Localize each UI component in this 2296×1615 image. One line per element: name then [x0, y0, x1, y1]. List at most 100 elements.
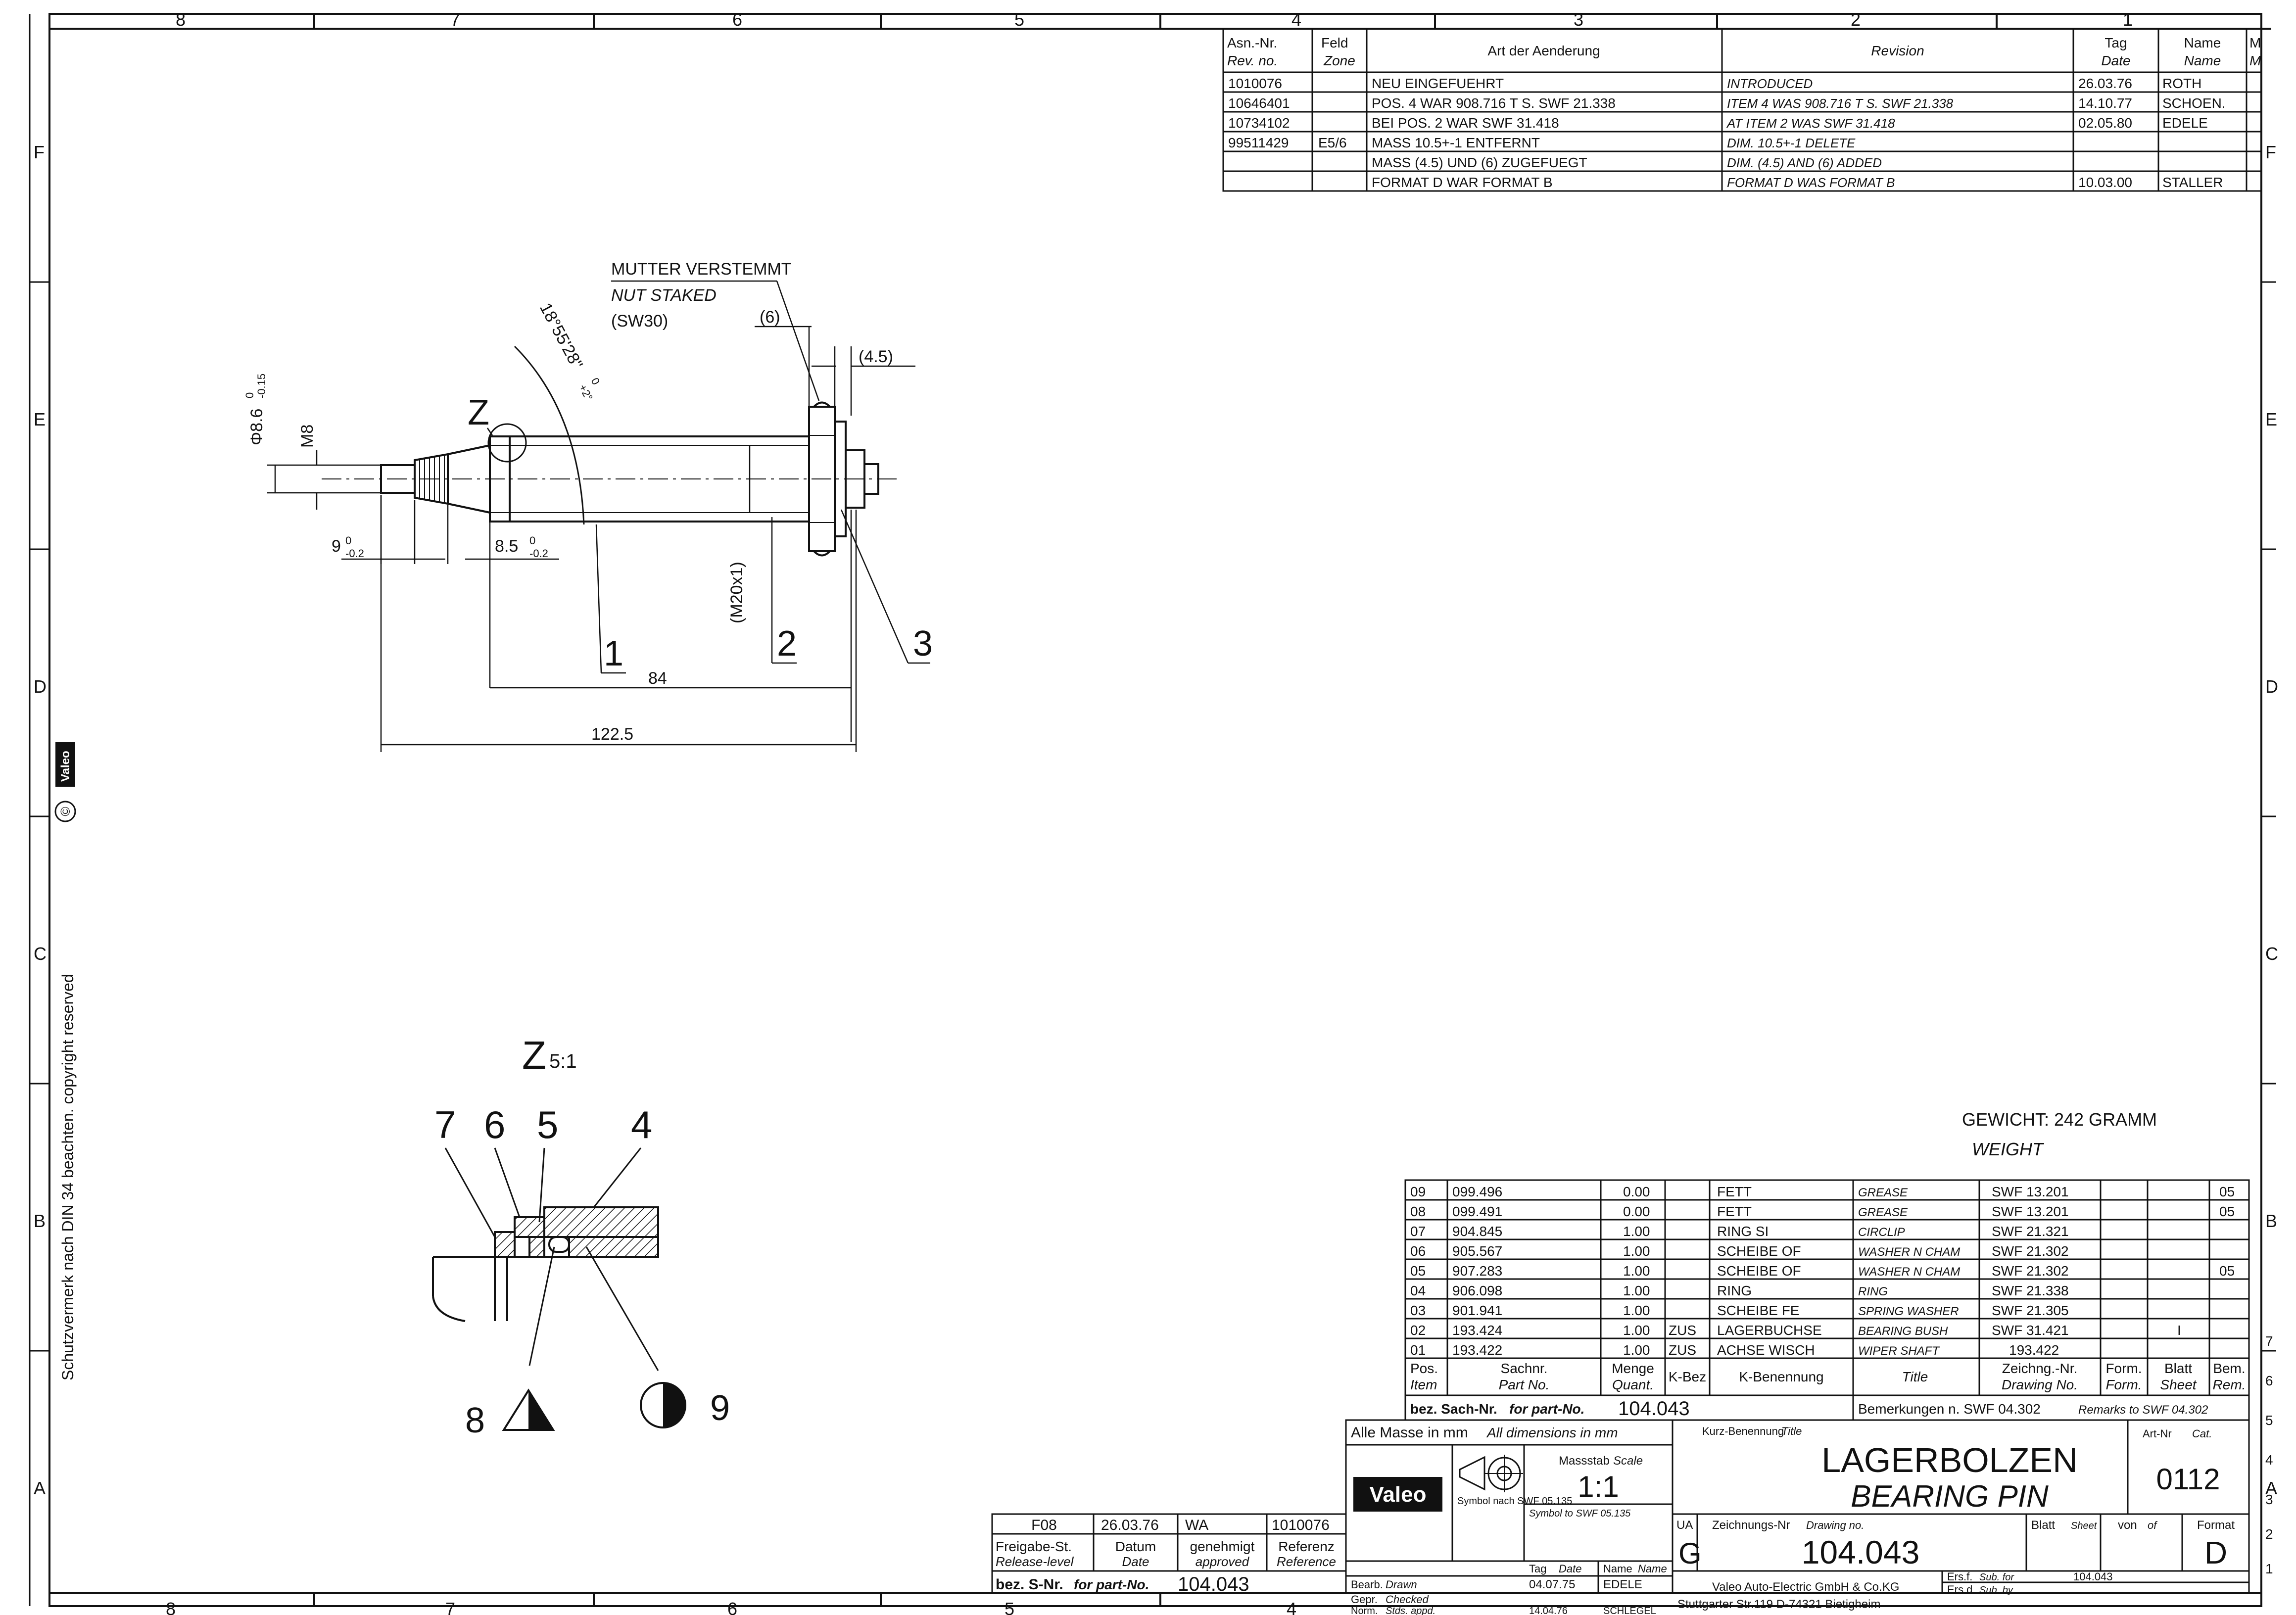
rev-row-asn: 10734102 [1228, 115, 1290, 131]
zone-bottom-7: 7 [445, 1599, 455, 1615]
tb-ua-value: G [1678, 1537, 1702, 1570]
rev-row-asn: 1010076 [1228, 76, 1282, 91]
tb-company: Valeo Auto-Electric GmbH & Co.KG [1712, 1580, 1899, 1594]
rev-row-asn: 10646401 [1228, 95, 1290, 111]
zone-left-B: B [34, 1211, 46, 1231]
parts-row-pos: 08 [1410, 1204, 1426, 1219]
parts-header-form: Form. [2105, 1361, 2142, 1376]
balloon-1: 1 [604, 634, 623, 673]
tb-address: Stuttgarter Str.119 D-74321 Bietigheim [1677, 1598, 1880, 1611]
tb-ers-f-en: Sub. for [1979, 1572, 2014, 1583]
parts-header-pos-en: Item [1410, 1377, 1437, 1392]
parts-row-pos: 02 [1410, 1323, 1426, 1338]
zone-right-A: A [2265, 1478, 2277, 1498]
zone-left-E: E [34, 409, 46, 429]
sheet-frame [29, 13, 2276, 1607]
parts-row-menge: 1.00 [1623, 1263, 1650, 1279]
parts-row-zeich: SWF 31.421 [1992, 1323, 2069, 1338]
parts-row-pos: 05 [1410, 1263, 1426, 1279]
rev-row-revision: AT ITEM 2 WAS SWF 31.418 [1726, 116, 1895, 131]
tb-bearb-date: 04.07.75 [1529, 1578, 1575, 1591]
rev-row-name: STALLER [2162, 175, 2223, 190]
rev-header-m: M [2249, 35, 2261, 50]
release-date-label: Datum [1115, 1539, 1156, 1554]
detail-z-view: Z 5:1 7 6 5 4 [432, 1033, 730, 1440]
copyright-symbol: © [58, 807, 73, 816]
valeo-logo [1353, 1477, 1442, 1512]
zone-right-D: D [2265, 676, 2278, 697]
tb-symbol-nach: Symbol nach SWF 05.135 [1457, 1496, 1572, 1507]
copyright-icon [54, 801, 76, 822]
parts-row-sach: 904.845 [1452, 1224, 1502, 1239]
release-date-label-en: Date [1122, 1554, 1149, 1569]
parts-row-kben: LAGERBUCHSE [1717, 1323, 1822, 1338]
parts-row-kben: FETT [1717, 1204, 1752, 1219]
parts-row-menge: 0.00 [1623, 1184, 1650, 1199]
rev-header-feld: Feld [1321, 35, 1348, 50]
parts-header-pos: Pos. [1410, 1361, 1438, 1376]
dim-diameter: Φ8.6 [247, 409, 266, 445]
tb-ua: UA [1676, 1519, 1693, 1532]
dim-4-5: (4.5) [859, 347, 893, 366]
tb-art-label: Art-Nr [2143, 1427, 2172, 1440]
parts-row-bem: 05 [2219, 1184, 2235, 1199]
release-reference: 1010076 [1272, 1517, 1330, 1533]
tb-bearb-name: EDELE [1603, 1578, 1642, 1591]
tb-zeich-label-en: Drawing no. [1806, 1519, 1864, 1531]
edge-mark-5: 5 [2265, 1413, 2273, 1428]
parts-row-menge: 1.00 [1623, 1342, 1650, 1358]
copyright-text: Schutzvermerk nach DIN 34 beachten. copy… [59, 974, 77, 1380]
rev-header-asn-en: Rev. no. [1227, 53, 1278, 68]
zone-left-C: C [34, 944, 47, 964]
zone-bottom-6: 6 [727, 1599, 737, 1615]
parts-header-bem-en: Rem. [2213, 1377, 2246, 1392]
parts-bez-value: 104.043 [1618, 1398, 1690, 1420]
parts-row-menge: 0.00 [1623, 1204, 1650, 1219]
rev-row-asn: 99511429 [1228, 135, 1289, 150]
parts-row-title: GREASE [1858, 1206, 1908, 1219]
zone-left-F: F [34, 142, 45, 162]
rev-row-revision: DIM. (4.5) AND (6) ADDED [1727, 155, 1882, 170]
parts-header-form-en: Form. [2105, 1377, 2142, 1392]
rev-row-revision: INTRODUCED [1727, 76, 1813, 91]
parts-bez-label-en: for part-No. [1509, 1401, 1584, 1417]
rev-row-art: MASS 10.5+-1 ENTFERNT [1372, 135, 1540, 150]
rev-row-revision: DIM. 10.5+-1 DELETE [1727, 136, 1856, 150]
tb-massstab-en: Scale [1613, 1454, 1643, 1468]
rev-row-art: NEU EINGEFUEHRT [1372, 76, 1504, 91]
valeo-logo-text: Valeo [1370, 1482, 1427, 1507]
rev-row-art: POS. 4 WAR 908.716 T S. SWF 21.338 [1372, 95, 1616, 111]
parts-row-zeich: SWF 21.305 [1992, 1303, 2069, 1318]
parts-row-zeich: SWF 21.321 [1992, 1224, 2069, 1239]
revision-table [1222, 28, 2262, 192]
parts-row-pos: 09 [1410, 1184, 1426, 1199]
tb-massstab: Massstab [1559, 1454, 1610, 1468]
detail-symbol-label-8: 8 [465, 1401, 485, 1440]
parts-remarks-label: Bemerkungen n. SWF 04.302 [1858, 1401, 2041, 1417]
parts-header-sach-en: Part No. [1499, 1377, 1550, 1392]
parts-row-zeich: SWF 21.302 [1992, 1263, 2069, 1279]
zone-top-7: 7 [450, 9, 460, 30]
dimension-lines [267, 280, 930, 752]
parts-list-header: Pos. Item Sachnr. Part No. Menge Quant. … [1410, 1361, 2246, 1420]
edge-mark-7: 7 [2265, 1333, 2273, 1349]
dim-angle-tol-lower: 0 [589, 376, 603, 387]
tb-drawing-no: 104.043 [1802, 1534, 1920, 1570]
parts-row-title: WASHER N CHAM [1858, 1245, 1960, 1259]
tb-title-en: BEARING PIN [1851, 1479, 2049, 1514]
rev-row-name: EDELE [2162, 115, 2208, 131]
dim-122-5: 122.5 [591, 725, 633, 744]
parts-header-zeich-en: Drawing No. [2002, 1377, 2078, 1392]
parts-row-sach: 905.567 [1452, 1243, 1502, 1259]
edge-mark-1: 1 [2265, 1561, 2273, 1576]
release-reference-label-en: Reference [1277, 1554, 1336, 1569]
tb-format-value: D [2204, 1535, 2227, 1570]
parts-list-rows: 09 099.496 0.00 FETT GREASE SWF 13.201 0… [1410, 1184, 2235, 1358]
tb-zeich-label: Zeichnungs-Nr [1712, 1519, 1790, 1532]
parts-bez-label: bez. Sach-Nr. [1410, 1401, 1497, 1417]
copyright-strip: Schutzvermerk nach DIN 34 beachten. copy… [54, 742, 77, 1380]
zone-top-1: 1 [2123, 9, 2133, 30]
parts-row-title: WASHER N CHAM [1858, 1265, 1960, 1279]
release-level-label: Freigabe-St. [996, 1539, 1072, 1554]
detail-balloon-5: 5 [537, 1103, 558, 1146]
